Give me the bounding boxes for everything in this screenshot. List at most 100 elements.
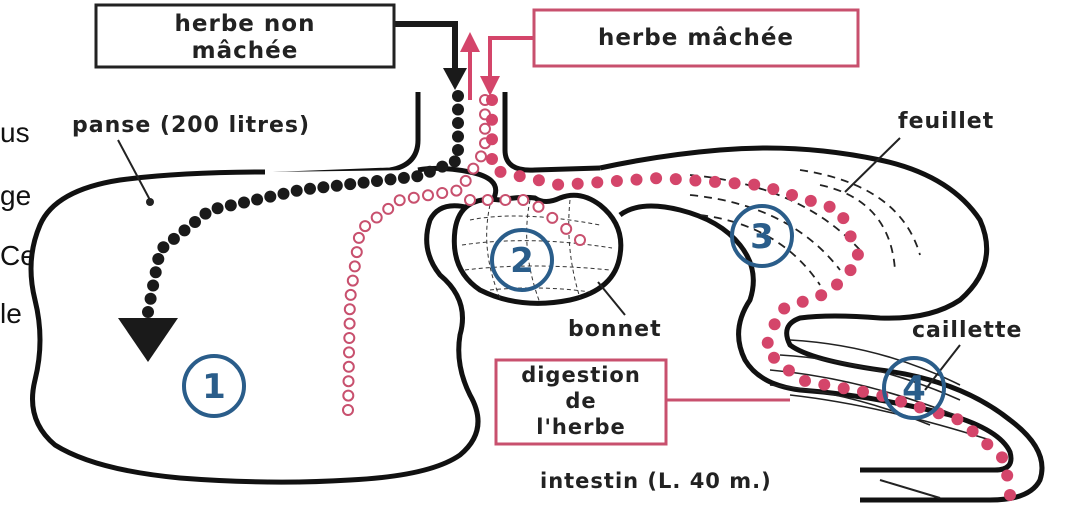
chewed-grass-hollow-dot	[346, 290, 356, 300]
label-panse: panse (200 litres)	[72, 113, 310, 138]
compartment-3-number: 3	[750, 217, 774, 257]
chewed-grass-hollow-dot	[345, 319, 355, 329]
chewed-grass-filled-dot	[533, 174, 545, 186]
chewed-grass-filled-dot	[824, 201, 836, 213]
unchewed-grass-dot	[142, 306, 154, 318]
panse-organ	[31, 168, 496, 482]
down-arrow-chewed-head	[480, 76, 500, 96]
chewed-grass-hollow-dot	[437, 188, 447, 198]
chewed-grass-filled-dot	[514, 170, 526, 182]
leader-bonnet	[598, 282, 625, 315]
compartment-2-number: 2	[510, 241, 534, 281]
chewed-grass-hollow-dot	[344, 376, 354, 386]
unchewed-grass-dot	[152, 253, 164, 265]
chewed-grass-filled-dot	[845, 264, 857, 276]
chewed-grass-filled-dot	[967, 425, 979, 437]
unchewed-grass-dot	[251, 194, 263, 206]
chewed-grass-hollow-dot	[423, 190, 433, 200]
unchewed-grass-dot	[200, 208, 212, 220]
chewed-grass-filled-dot	[768, 352, 780, 364]
unchewed-grass-dot	[452, 144, 464, 156]
chewed-grass-hollow-dot	[483, 195, 493, 205]
chewed-grass-filled-dot	[709, 176, 721, 188]
unchewed-grass-dot	[452, 131, 464, 143]
chewed-grass-filled-dot	[831, 279, 843, 291]
chewed-grass-filled-dot	[1004, 489, 1016, 501]
unchewed-grass-dot	[291, 185, 303, 197]
unchewed-grass-dot	[264, 191, 276, 203]
down-arrow-unchewed-head	[443, 68, 467, 90]
chewed-grass-hollow-dot	[354, 233, 364, 243]
chewed-grass-filled-dot	[495, 166, 507, 178]
unchewed-grass-dot	[398, 172, 410, 184]
chewed-grass-filled-dot	[631, 174, 643, 186]
chewed-grass-hollow-dot	[409, 193, 419, 203]
chewed-grass-filled-dot	[786, 189, 798, 201]
chewed-grass-hollow-dot	[518, 195, 528, 205]
chewed-grass-hollow-dot	[451, 186, 461, 196]
chewed-grass-filled-dot	[837, 212, 849, 224]
chewed-grass-filled-dot	[729, 177, 741, 189]
chewed-grass-hollow-dot	[345, 304, 355, 314]
chewed-grass-hollow-dot	[465, 195, 475, 205]
chewed-grass-filled-dot	[762, 337, 774, 349]
side-text-fragment-1: us	[0, 117, 30, 148]
down-arrow-chewed	[490, 38, 534, 80]
unchewed-grass-dot	[449, 155, 461, 167]
chewed-grass-filled-dot	[805, 195, 817, 207]
chewed-grass-hollow-dot	[344, 347, 354, 357]
chewed-grass-filled-dot	[996, 451, 1008, 463]
side-text-fragment-2: ge	[0, 180, 31, 211]
chewed-grass-filled-dot	[818, 379, 830, 391]
chewed-grass-filled-dot	[591, 176, 603, 188]
compartment-4-number: 4	[902, 369, 926, 409]
chewed-grass-hollow-dot	[360, 221, 370, 231]
chewed-grass-filled-dot	[845, 230, 857, 242]
unchewed-grass-dot	[168, 233, 180, 245]
unchewed-grass-dot	[344, 178, 356, 190]
chewed-grass-hollow-dot	[350, 261, 360, 271]
chewed-grass-hollow-dot	[534, 202, 544, 212]
compartment-1-number: 1	[202, 367, 226, 407]
label-herbe-non-machee-line2: mâchée	[192, 38, 299, 64]
unchewed-grass-dot	[304, 183, 316, 195]
unchewed-grass-dot	[452, 90, 464, 102]
label-digestion-line3: l'herbe	[536, 415, 625, 439]
chewed-grass-hollow-dot	[468, 164, 478, 174]
chewed-grass-hollow-dot	[343, 405, 353, 415]
chewed-grass-hollow-dot	[476, 151, 486, 161]
label-digestion-line2: de	[565, 389, 596, 413]
unchewed-grass-dot	[317, 181, 329, 193]
chewed-grass-filled-dot	[748, 179, 760, 191]
label-intestin: intestin (L. 40 m.)	[540, 469, 772, 493]
label-caillette: caillette	[912, 318, 1022, 343]
unchewed-grass-dot	[424, 166, 436, 178]
unchewed-grass-dot	[371, 175, 383, 187]
chewed-grass-filled-dot	[486, 153, 498, 165]
chewed-grass-filled-dot	[783, 365, 795, 377]
chewed-grass-filled-dot	[797, 296, 809, 308]
chewed-grass-hollow-dot	[547, 213, 557, 223]
unchewed-grass-dot	[147, 280, 159, 292]
chewed-grass-hollow-dot	[500, 195, 510, 205]
side-text-fragment-4: le	[0, 298, 22, 329]
chewed-grass-filled-dot	[778, 303, 790, 315]
unchewed-grass-dot	[452, 117, 464, 129]
unchewed-grass-dot	[385, 173, 397, 185]
unchewed-grass-dot	[436, 161, 448, 173]
chewed-grass-hollow-dot	[561, 224, 571, 234]
chewed-grass-filled-dot	[981, 438, 993, 450]
unchewed-grass-dot	[331, 180, 343, 192]
label-bonnet: bonnet	[568, 317, 662, 342]
chewed-grass-hollow-dot	[343, 391, 353, 401]
unchewed-grass-dot	[358, 177, 370, 189]
chewed-grass-hollow-dot	[395, 195, 405, 205]
chewed-grass-hollow-dot	[461, 176, 471, 186]
chewed-grass-filled-dot	[769, 318, 781, 330]
label-herbe-non-machee-line1: herbe non	[175, 11, 316, 37]
up-arrow-chewed-head	[460, 32, 480, 52]
chewed-grass-filled-dot	[838, 382, 850, 394]
chewed-grass-filled-dot	[767, 183, 779, 195]
esophagus-outline-right	[505, 92, 600, 170]
